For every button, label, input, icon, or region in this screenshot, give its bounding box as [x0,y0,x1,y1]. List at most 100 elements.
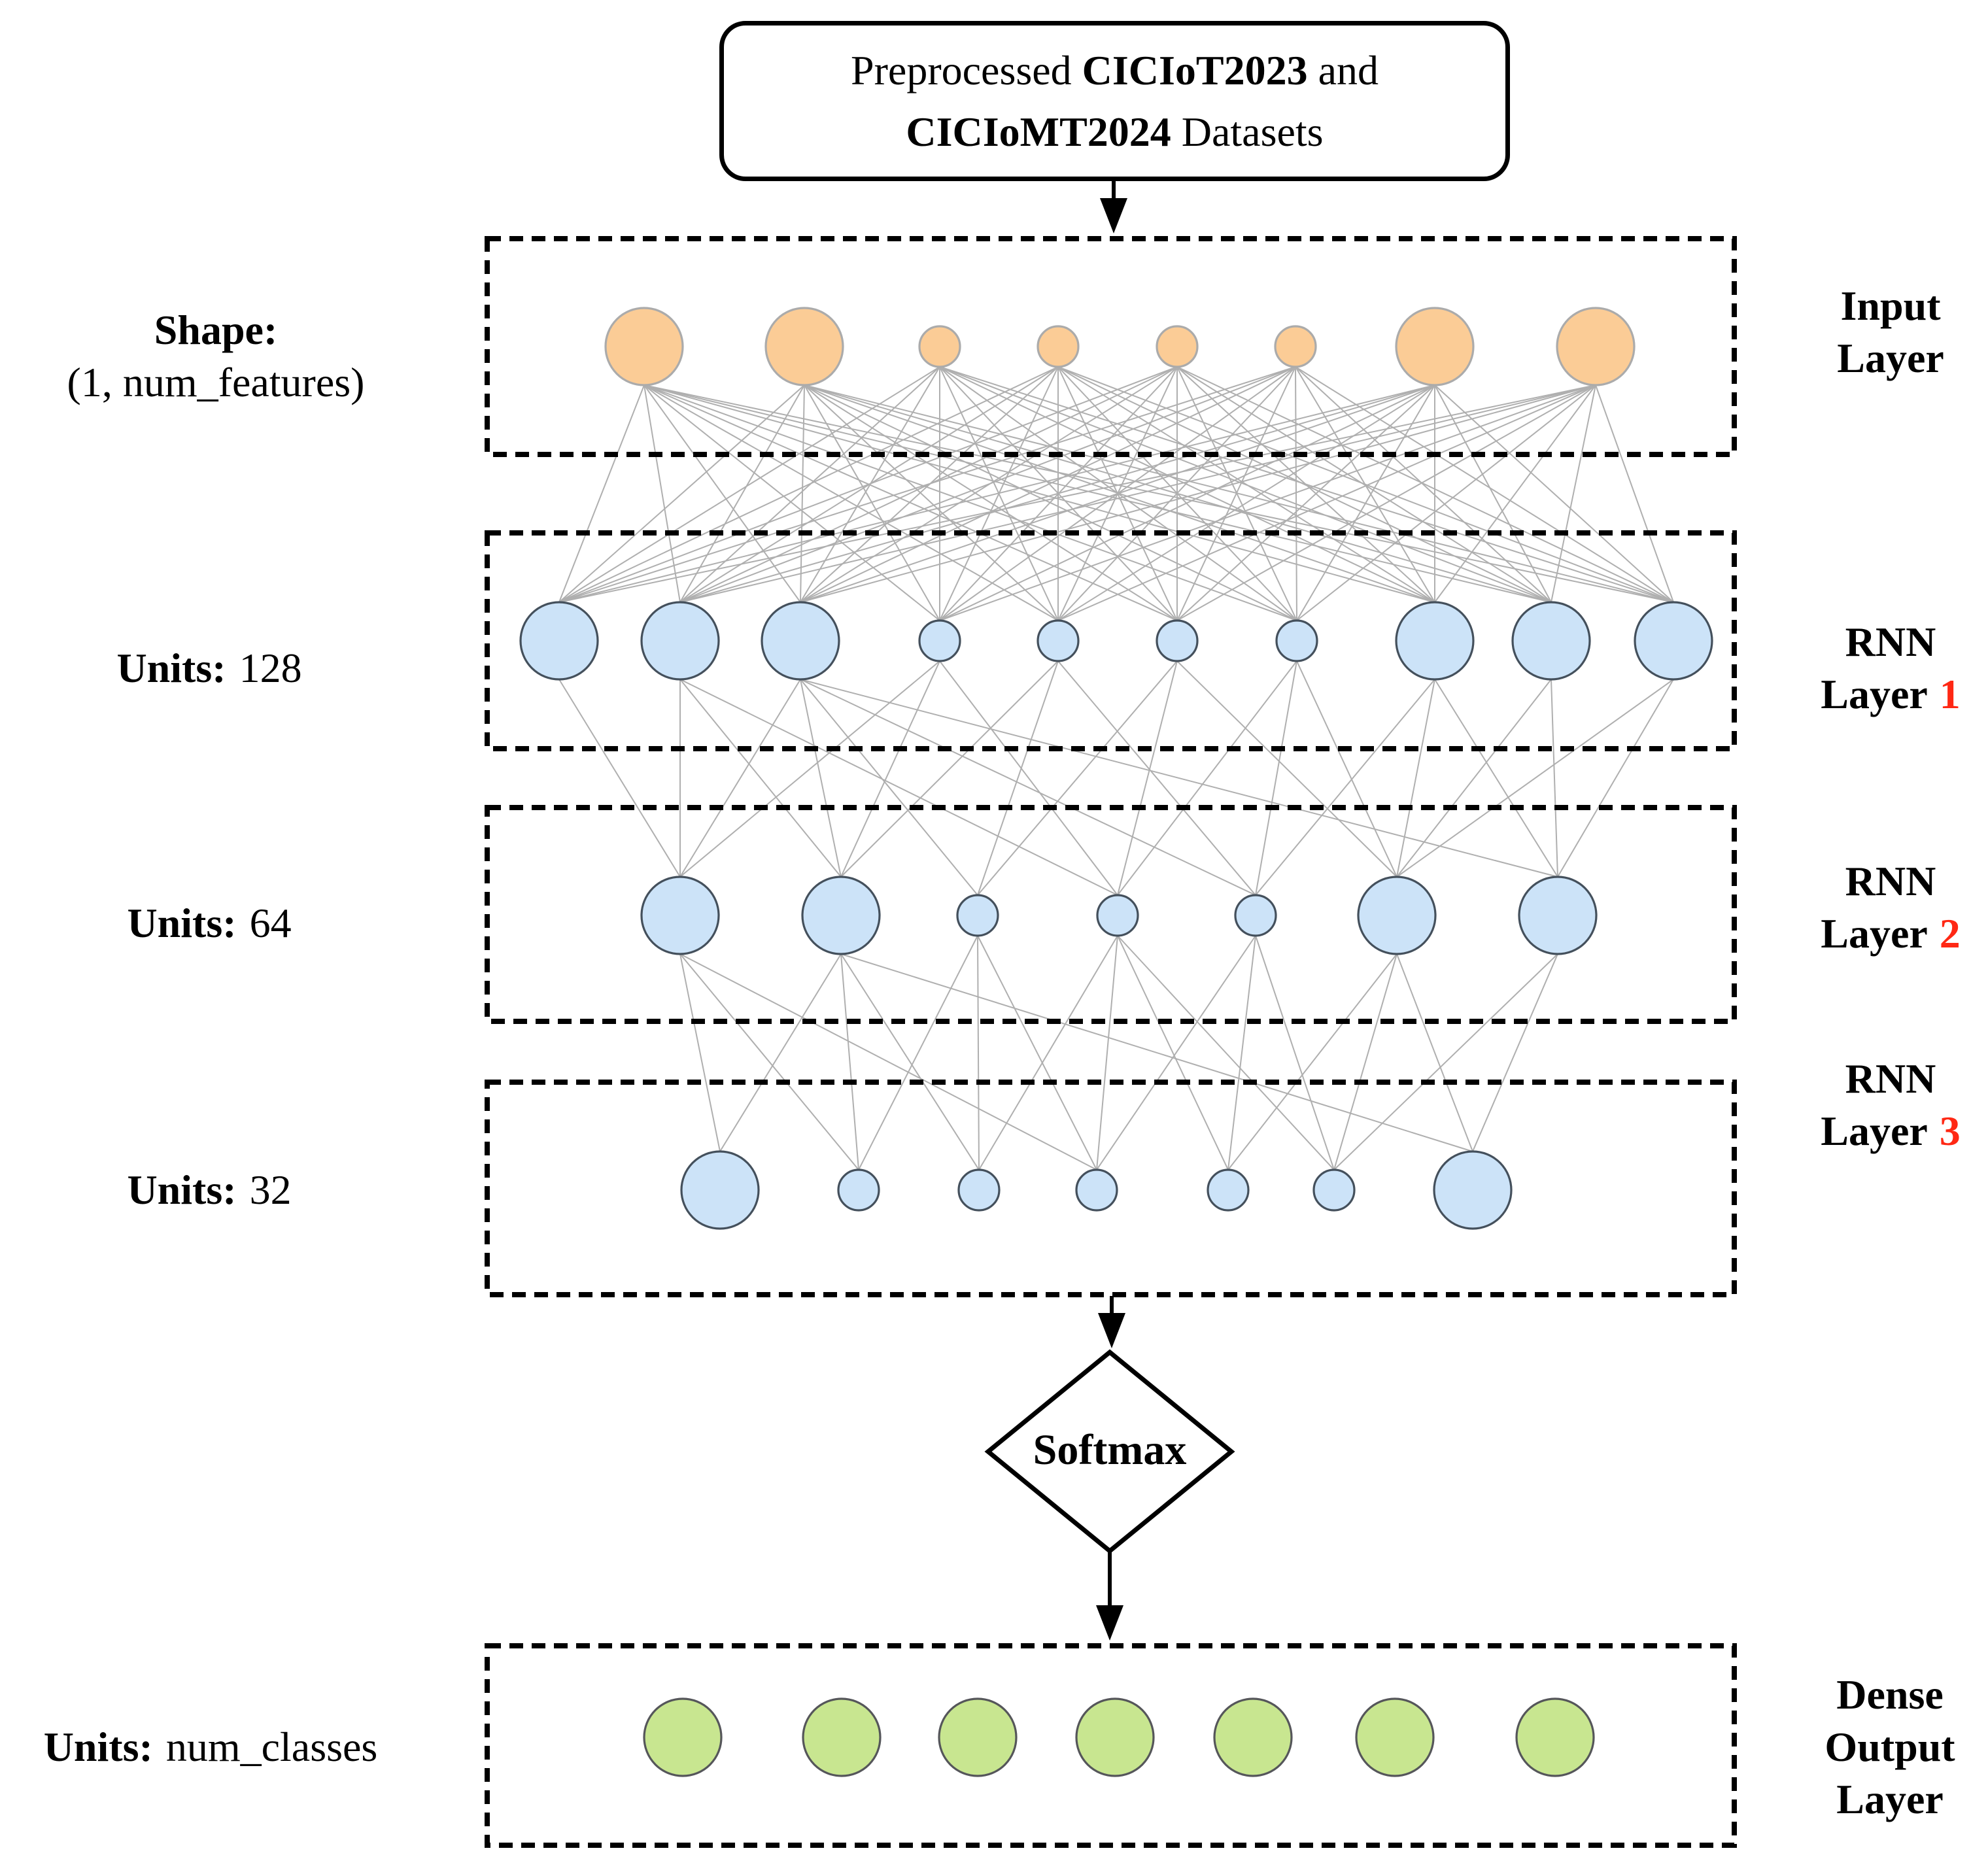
flow-arrow-head [1100,198,1127,233]
layer-number: 3 [1939,1108,1961,1154]
rnn1-neuron [918,619,961,662]
rnn1-neuron [1511,601,1591,681]
output-neuron [1213,1697,1293,1777]
connection-line [804,384,1178,621]
connection-line [800,679,1256,896]
connection-line [1176,660,1397,877]
softmax-diamond [984,1349,1235,1554]
connection-line [679,953,859,1170]
connection-line [679,679,842,877]
connection-line [1057,660,1256,896]
input-neuron [1395,307,1475,386]
input-layer-label: Input Layer [1837,282,1944,381]
connection-line [679,679,1118,896]
connection-line [1057,366,1435,603]
connection-line [558,679,681,877]
connection-line [1117,935,1335,1170]
connection-line [1057,366,1296,621]
rnn1-neuron [1156,619,1199,662]
output-neuron [938,1697,1018,1777]
connection-line [800,679,978,896]
connection-line [558,366,940,603]
units-value: 64 [249,900,292,946]
connection-line [1434,384,1552,603]
connection-line [1472,953,1558,1152]
connection-line [1117,660,1297,896]
rnn1-neuron [761,601,840,681]
dataset-box-line1: Preprocessed CICIoT2023 and [851,46,1379,94]
connection-line [800,384,1435,603]
rnn3-neuron [1433,1150,1513,1230]
connection-line [558,366,1178,603]
connection-line [1333,953,1558,1170]
connection-line [1176,366,1296,621]
shape-label-value: (1, num_features) [67,359,365,405]
connection-line [1296,384,1435,621]
connection-line [558,384,645,603]
connection-line [1296,384,1596,621]
connection-line [1595,384,1674,603]
rnn1-neuron [1037,619,1080,662]
input-shape-label: Shape: (1, num_features) [67,304,365,409]
flow-arrow-head [1096,1605,1123,1641]
units-label-rnn2: Units:64 [127,897,291,949]
connection-line [1255,660,1297,896]
connection-line [804,384,1059,621]
connection-line [840,660,940,877]
connection-line [1296,660,1397,877]
connection-line [1396,679,1674,877]
flow-arrow-head [1098,1313,1125,1348]
connection-line [1557,679,1674,877]
units-value: 32 [249,1167,292,1213]
connection-line [1057,384,1596,621]
connection-line [1176,366,1674,603]
units-bold: Units: [127,1167,237,1213]
connection-line [804,384,1674,603]
connection-line [800,384,805,603]
connection-line [1255,679,1435,896]
rnn1-neuron [1275,619,1318,662]
connection-line [679,366,1296,603]
connection-line [1096,935,1256,1170]
connection-line [1227,935,1256,1170]
connection-line [679,660,940,877]
rnn3-neuron [1075,1168,1118,1212]
connection-line [840,660,1059,877]
connection-line [939,660,1118,896]
connection-line [558,366,1296,603]
connection-line [1434,384,1674,603]
input-neuron [764,307,844,386]
connection-line [977,660,1059,896]
connection-line [939,384,1596,621]
connection-line [643,384,940,621]
rnn1-layer-box [485,530,1737,751]
connection-line [643,384,1435,603]
connection-line [719,953,842,1152]
rnn2-neuron [1234,894,1277,937]
units-label-rnn3: Units: 32 [127,1164,291,1216]
connection-line [977,660,1178,896]
output-neuron [643,1697,723,1777]
rnn2-neuron [640,876,720,955]
connection-line [558,384,805,603]
connection-line [1227,953,1397,1170]
connection-line [1176,366,1435,603]
units-bold: Units: [116,645,226,691]
rnn2-neuron [1096,894,1139,937]
dataset-box: Preprocessed CICIoT2023 and CICIoMT2024 … [719,21,1510,181]
connection-line [1551,384,1596,603]
rnn2-layer-box [485,805,1737,1024]
rnn3-neuron [680,1150,760,1230]
rnn2-neuron [956,894,999,937]
rnn2-neuron [801,876,881,955]
output-neuron [1075,1697,1155,1777]
connection-line [1117,935,1229,1170]
connection-line [643,384,1552,603]
connection-line [643,384,1178,621]
connection-line [1295,366,1435,603]
connection-line [1295,366,1552,603]
units-label-output: Units:num_classes [44,1721,378,1773]
connection-line [679,384,1596,603]
